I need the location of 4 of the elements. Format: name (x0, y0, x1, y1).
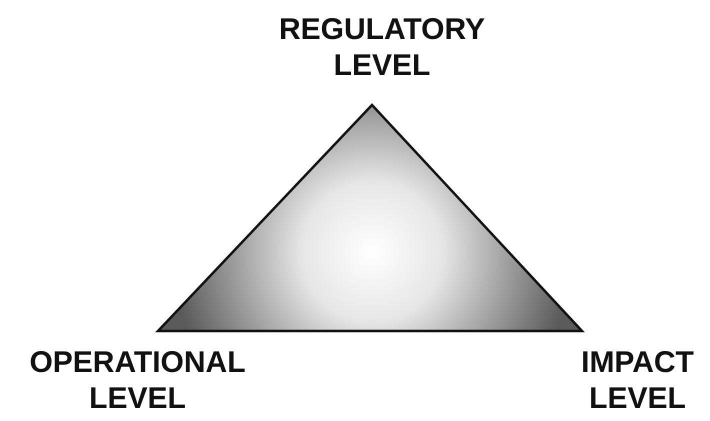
level-label: IMPACT LEVEL (580, 345, 695, 417)
level-label: OPERATIONAL LEVEL (28, 345, 247, 417)
triangle-shape (155, 102, 585, 334)
level-label: REGULATORY LEVEL (278, 12, 486, 84)
